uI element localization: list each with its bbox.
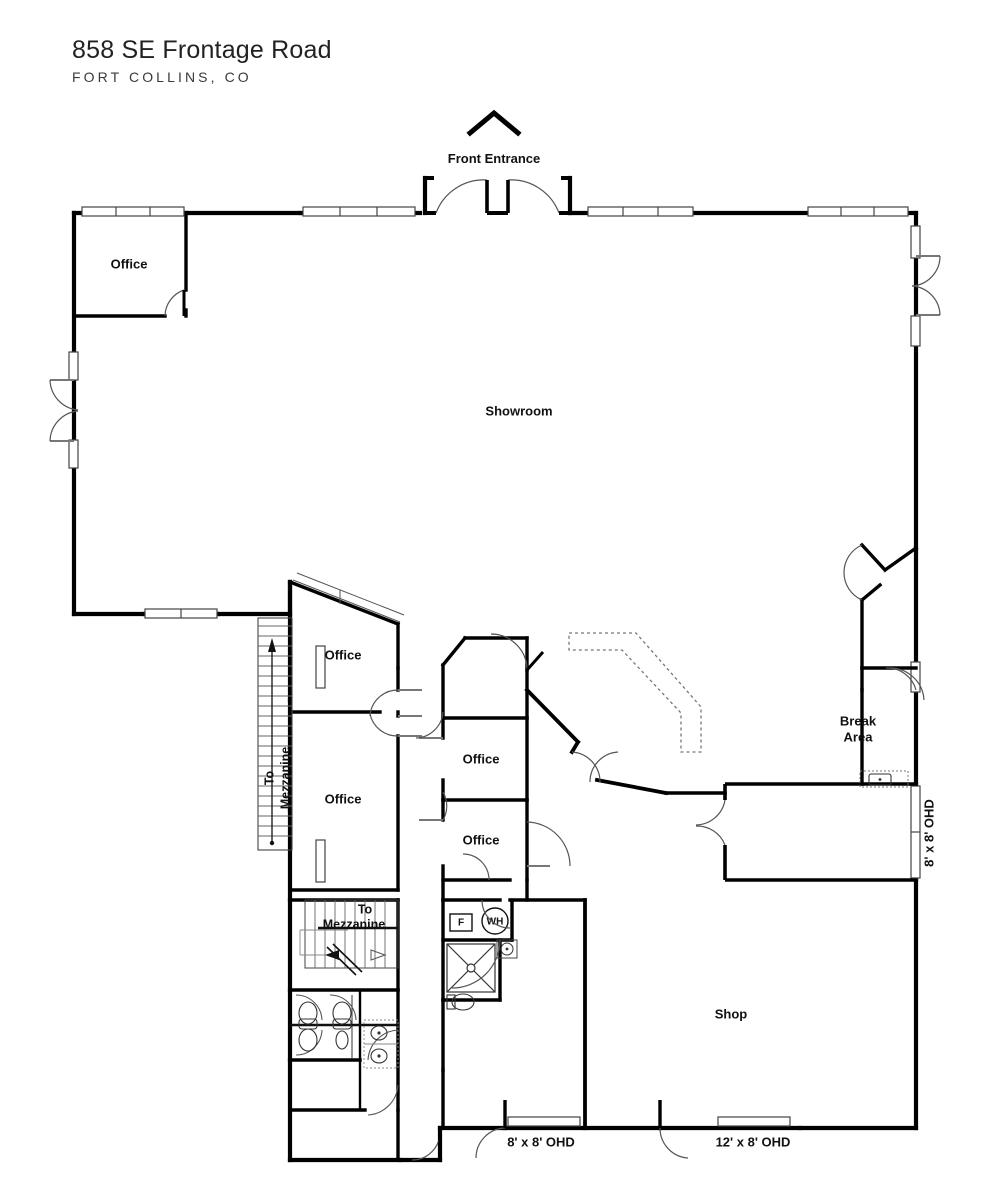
furnace-label: F — [458, 918, 464, 929]
stair-lower-label-line1: To — [358, 902, 373, 916]
left-wall-doors[interactable] — [49, 379, 79, 442]
room-label-office-top-left: Office — [111, 256, 148, 271]
windows — [68, 206, 921, 1127]
right-wall-doors-upper[interactable] — [911, 255, 941, 316]
shop-door-arcs[interactable] — [571, 751, 619, 783]
stair-lower-label-line2: Mezzanine — [323, 917, 386, 931]
stair-label-line1: To — [262, 770, 276, 785]
shower-fixture — [446, 943, 496, 993]
toilet-center — [446, 993, 475, 1011]
ohd-right-label: 8' x 8' OHD — [921, 799, 936, 867]
water-heater-label: WH — [487, 917, 504, 928]
break-area-line1: Break — [840, 713, 877, 728]
ohd-bottom-left-text: 8' x 8' OHD — [507, 1134, 575, 1149]
center-office-walls — [440, 635, 587, 1130]
vestibule-walls — [859, 542, 919, 786]
utility-door-arcs[interactable] — [451, 853, 511, 989]
shop-walls — [524, 687, 727, 1130]
utility-sink — [496, 939, 518, 959]
bottom-wall-jamb — [438, 1100, 662, 1160]
room-label-office-center-upper: Office — [463, 751, 500, 766]
break-area-partition — [723, 782, 916, 882]
room-label-office-center-lower: Office — [463, 832, 500, 847]
front-entrance-label: Front Entrance — [448, 151, 540, 166]
office-top-left-door — [164, 289, 185, 317]
break-area-counter — [859, 770, 909, 788]
stair-to-mezzanine-left-label: To Mezzanine — [262, 747, 292, 810]
room-label-office-mezz-upper: Office — [325, 647, 362, 662]
mezzanine-stair-lower — [299, 899, 399, 976]
page-header: 858 SE Frontage Road FORT COLLINS, CO — [72, 36, 332, 85]
lavatory-fixtures — [363, 1019, 399, 1069]
center-office-doors[interactable] — [415, 633, 571, 867]
stair-to-mezzanine-lower-label: To Mezzanine — [323, 902, 386, 931]
break-area-door-arcs[interactable] — [695, 799, 726, 846]
ohd-bottom-right-text: 12' x 8' OHD — [716, 1134, 791, 1149]
toilet-fixtures — [298, 1001, 352, 1052]
office-top-left-walls — [72, 211, 188, 318]
mezzanine-office-walls — [287, 579, 442, 1162]
room-label-shop: Shop — [715, 1006, 748, 1021]
room-label-break-area: Break Area — [840, 713, 877, 744]
vestibule-door-arcs[interactable] — [843, 544, 925, 701]
mezzanine-overhang-outline — [568, 632, 702, 753]
front-entrance-marker: Front Entrance — [448, 109, 540, 166]
room-label-showroom: Showroom — [485, 403, 552, 418]
room-label-office-mezz-lower: Office — [325, 791, 362, 806]
restroom-door-arcs[interactable] — [295, 994, 399, 1116]
exterior-walls — [71, 175, 919, 1163]
page-title: 858 SE Frontage Road — [72, 36, 332, 64]
page-subtitle: FORT COLLINS, CO — [72, 68, 252, 85]
center-office-door-leaf — [525, 651, 545, 671]
mezzanine-stair-left — [257, 617, 293, 851]
stair-label-line2: Mezzanine — [278, 747, 292, 810]
mezzanine-office-doors[interactable] — [292, 572, 422, 737]
ohd-right-text: 8' x 8' OHD — [921, 799, 936, 867]
mechanical-equipment: F WH — [449, 907, 509, 935]
front-entrance-doors[interactable] — [425, 176, 570, 215]
restroom-partitions — [290, 995, 398, 1058]
break-area-line2: Area — [844, 729, 874, 744]
